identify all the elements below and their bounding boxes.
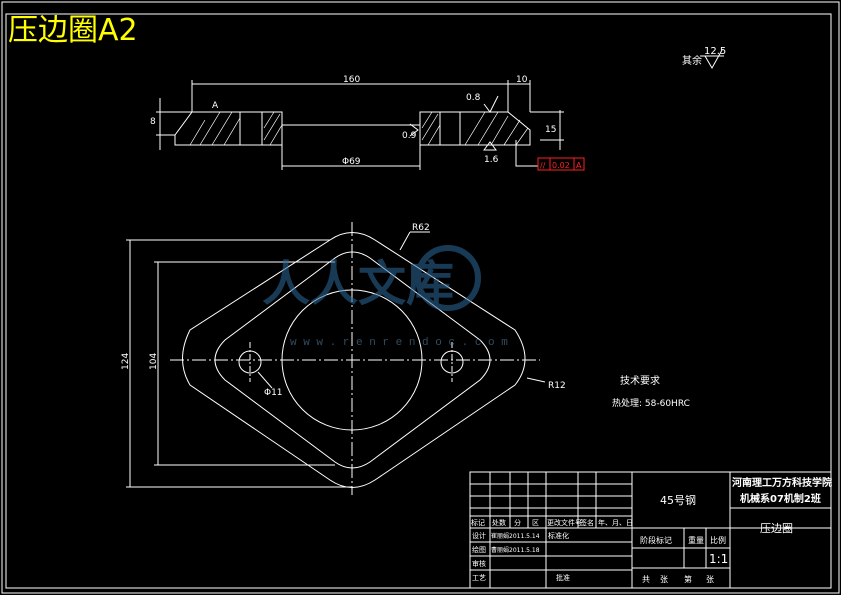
watermark-logo-icon xyxy=(415,245,481,311)
watermark-url: w w w . r e n r e n d o c . c o m xyxy=(290,337,508,349)
tb-scale: 1:1 xyxy=(709,552,728,566)
datum-label: A xyxy=(212,101,219,111)
tb-school: 河南理工万方科技学院 xyxy=(732,476,832,489)
tb-h-count: 处数 xyxy=(492,518,506,527)
tb-design-name: 崔丽娟2011.5.14 xyxy=(491,532,540,540)
tolerance-datum: A xyxy=(576,161,582,170)
tb-total-label: 共 xyxy=(642,575,650,584)
dim-inner-height: 104 xyxy=(149,353,159,370)
watermark-text: 人人文库 xyxy=(262,256,454,312)
tb-stage-label: 阶段标记 xyxy=(640,535,672,545)
tb-h-docno: 更改文件号 xyxy=(547,518,582,527)
tb-h-zone: 分 xyxy=(514,518,521,527)
dim-outer-radius: R62 xyxy=(412,223,430,233)
tb-page-label2: 张 xyxy=(706,575,714,584)
bottom-roughness: 1.6 xyxy=(484,155,499,165)
tech-heading: 技术要求 xyxy=(620,374,660,387)
tb-approve-label: 批准 xyxy=(556,573,570,582)
dim-outer-height: 124 xyxy=(121,353,131,370)
tb-material: 45号钢 xyxy=(660,494,696,507)
watermark: 人人文库 w w w . r e n r e n d o c . c o m xyxy=(262,245,508,349)
tb-h-sign: 签名 xyxy=(580,518,594,527)
tb-sheet-label: 张 xyxy=(660,575,668,584)
tb-h-date: 年、月、日 xyxy=(598,518,633,527)
section-hatching xyxy=(189,111,529,146)
tb-weight-label: 重量 xyxy=(688,535,704,545)
tolerance-symbol: // xyxy=(540,161,546,170)
roughness-symbol-icon xyxy=(700,49,724,70)
inner-frame xyxy=(5,13,832,589)
tech-heat-treat: 热处理: 58-60HRC xyxy=(612,397,690,409)
tb-h-mark: 标记 xyxy=(471,518,485,527)
dim-overall-length: 160 xyxy=(343,75,360,85)
tb-page-label: 第 xyxy=(684,574,692,584)
dim-flange-width: 10 xyxy=(516,75,528,85)
tb-draw-label: 绘图 xyxy=(472,545,486,554)
tb-class: 机械系07机制2班 xyxy=(740,492,821,505)
title-block xyxy=(469,471,832,589)
top-roughness: 0.8 xyxy=(466,93,481,103)
dim-hole-diameter: Φ11 xyxy=(264,388,283,398)
tb-h-area: 区 xyxy=(532,519,539,527)
tb-std-label: 标准化 xyxy=(548,531,569,540)
tb-part-name: 压边圈 xyxy=(760,522,793,535)
tolerance-value: 0.02 xyxy=(552,161,570,170)
other-roughness-value: 12.5 xyxy=(704,46,726,57)
other-roughness-label: 其余 xyxy=(682,54,702,67)
dim-center-width: Φ69 xyxy=(342,157,361,167)
section-view xyxy=(156,80,564,170)
tb-ratio-label: 比例 xyxy=(710,535,726,545)
tb-draw-name: 曹丽娟2011.5.18 xyxy=(491,546,540,554)
bore-roughness: 0.9 xyxy=(402,131,417,141)
dim-corner-radius: R12 xyxy=(548,381,566,391)
tb-process-label: 工艺 xyxy=(472,574,486,582)
drawing-title: 压边圈A2 xyxy=(8,13,138,48)
tolerance-frame: // 0.02 A xyxy=(537,157,585,171)
plan-view xyxy=(126,222,546,495)
tb-review-label: 审核 xyxy=(472,559,486,568)
tb-design-label: 设计 xyxy=(472,531,486,540)
dim-right-height: 15 xyxy=(545,125,556,135)
dim-left-height: 8 xyxy=(150,117,156,127)
